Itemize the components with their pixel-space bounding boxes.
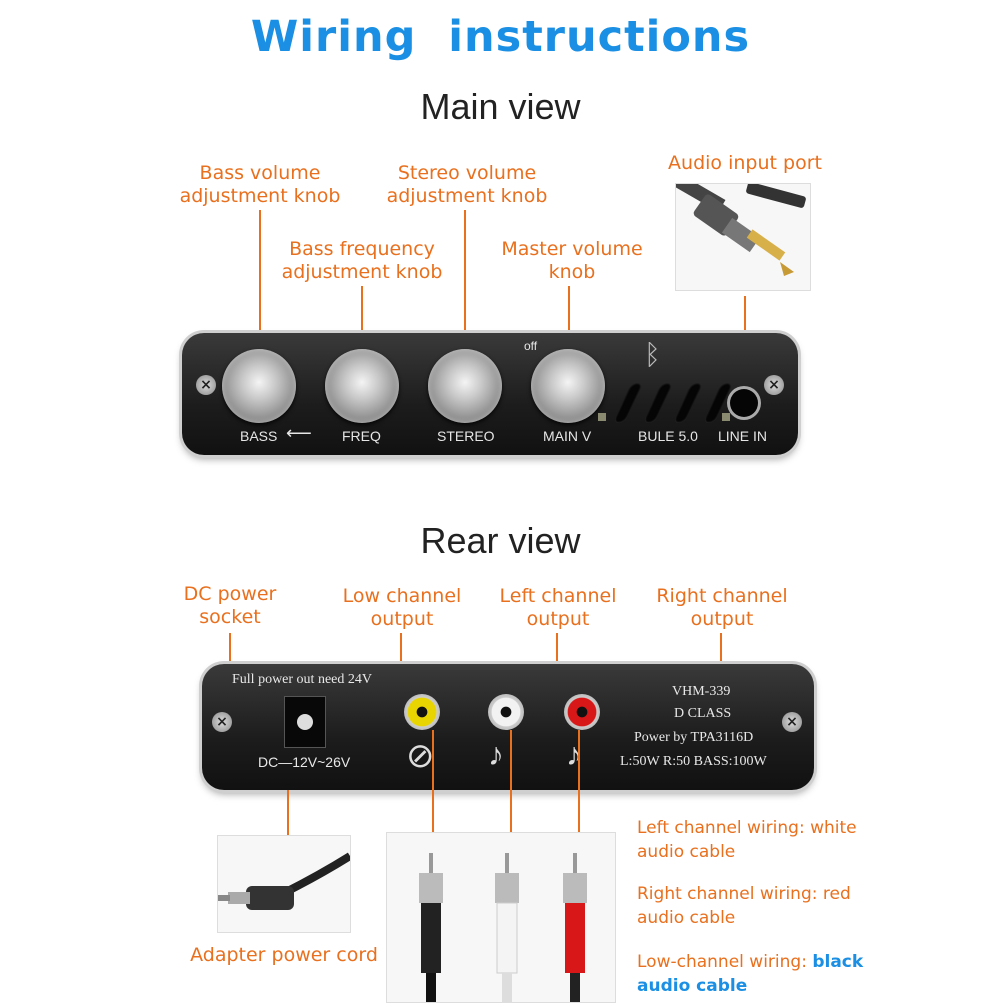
dc-plug-icon — [218, 852, 353, 910]
leader-line-freq — [361, 286, 363, 344]
vent-slot-2 — [642, 383, 674, 423]
main-view-device: × × off BASS ⟵ FREQ STEREO MAIN V ᛒ BULE… — [182, 333, 798, 455]
label-bass-volume: Bass volume adjustment knob — [179, 162, 341, 207]
leader-line-bass — [259, 210, 261, 345]
rca-plugs-icon — [419, 853, 587, 1003]
audio-cable-photo — [666, 169, 811, 291]
bass-frequency-knob[interactable] — [325, 349, 399, 423]
screw-right: × — [764, 375, 784, 395]
adapter-cord-photo — [217, 835, 353, 933]
rear-view-heading: Rear view — [420, 520, 581, 561]
panel-label-off: off — [524, 339, 538, 353]
note-low-highlight-2: audio cable — [637, 976, 748, 996]
bass-volume-knob[interactable] — [222, 349, 296, 423]
note-left-wiring: Left channel wiring: white audio cable — [637, 818, 857, 862]
dc-power-socket[interactable] — [284, 696, 326, 748]
leader-line-left-down — [510, 730, 512, 832]
vent-slot-3 — [672, 383, 704, 423]
black-rca-plug — [419, 853, 443, 1003]
label-left-channel: Left channel output — [499, 585, 617, 630]
panel-label-bass: BASS — [240, 428, 278, 444]
note-right-wiring: Right channel wiring: red audio cable — [637, 884, 851, 928]
left-channel-rca-port[interactable] — [488, 694, 524, 730]
rear-label-power-by: Power by TPA3116D — [634, 730, 754, 745]
screw-rear-right: × — [782, 712, 802, 732]
leader-line-low-down — [432, 730, 434, 832]
label-right-channel: Right channel output — [656, 585, 788, 630]
red-rca-plug — [563, 853, 587, 1003]
label-bass-freq: Bass frequency adjustment knob — [281, 238, 443, 283]
bluetooth-icon: ᛒ — [644, 339, 661, 370]
status-led-left — [598, 413, 606, 421]
label-stereo-volume: Stereo volume adjustment knob — [386, 162, 548, 207]
stereo-volume-knob[interactable] — [428, 349, 502, 423]
panel-label-stereo: STEREO — [437, 428, 495, 444]
rear-label-full-power: Full power out need 24V — [232, 672, 372, 687]
left-speaker-icon: ♪ — [488, 736, 504, 772]
panel-label-bluetooth: BULE 5.0 — [638, 428, 698, 444]
line-in-jack[interactable] — [730, 389, 758, 417]
panel-label-freq: FREQ — [342, 428, 381, 444]
aux-plug-icon — [666, 169, 806, 276]
master-volume-knob[interactable] — [531, 349, 605, 423]
vent-slot-1 — [612, 383, 644, 423]
rca-cables-photo — [386, 832, 616, 1003]
page-title: Wiring instructions — [250, 12, 751, 62]
arrow-left-icon: ⟵ — [286, 423, 312, 443]
rear-label-model: VHM-339 — [672, 684, 731, 699]
white-rca-plug — [495, 853, 519, 1003]
leader-line-right-down — [578, 730, 580, 832]
rear-view-device: × × Full power out need 24V DC—12V~26V ⊘… — [202, 664, 814, 790]
panel-label-line-in: LINE IN — [718, 428, 768, 444]
muted-speaker-icon: ⊘ — [406, 737, 435, 775]
screw-left: × — [196, 375, 216, 395]
low-channel-rca-port[interactable] — [404, 694, 440, 730]
rear-label-class: D CLASS — [674, 706, 732, 721]
label-low-channel: Low channel output — [342, 585, 462, 630]
label-dc-power: DC power socket — [183, 583, 277, 628]
rear-label-watts: L:50W R:50 BASS:100W — [620, 754, 767, 769]
note-low-prefix: Low-channel wiring: — [637, 952, 813, 972]
screw-rear-left: × — [212, 712, 232, 732]
status-led-right — [722, 413, 730, 421]
main-view-heading: Main view — [420, 86, 581, 127]
note-low-wiring: Low-channel wiring: black audio cable — [637, 950, 937, 998]
leader-line-master — [568, 286, 570, 344]
label-audio-input: Audio input port — [668, 152, 822, 174]
panel-label-main-v: MAIN V — [543, 428, 592, 444]
right-channel-rca-port[interactable] — [564, 694, 600, 730]
label-master-volume: Master volume knob — [501, 238, 643, 283]
note-low-highlight-1: black — [812, 952, 864, 972]
leader-line-dc-down — [287, 790, 289, 838]
rear-label-dc-range: DC—12V~26V — [258, 754, 351, 770]
leader-line-stereo — [464, 210, 466, 345]
label-adapter: Adapter power cord — [190, 944, 378, 966]
